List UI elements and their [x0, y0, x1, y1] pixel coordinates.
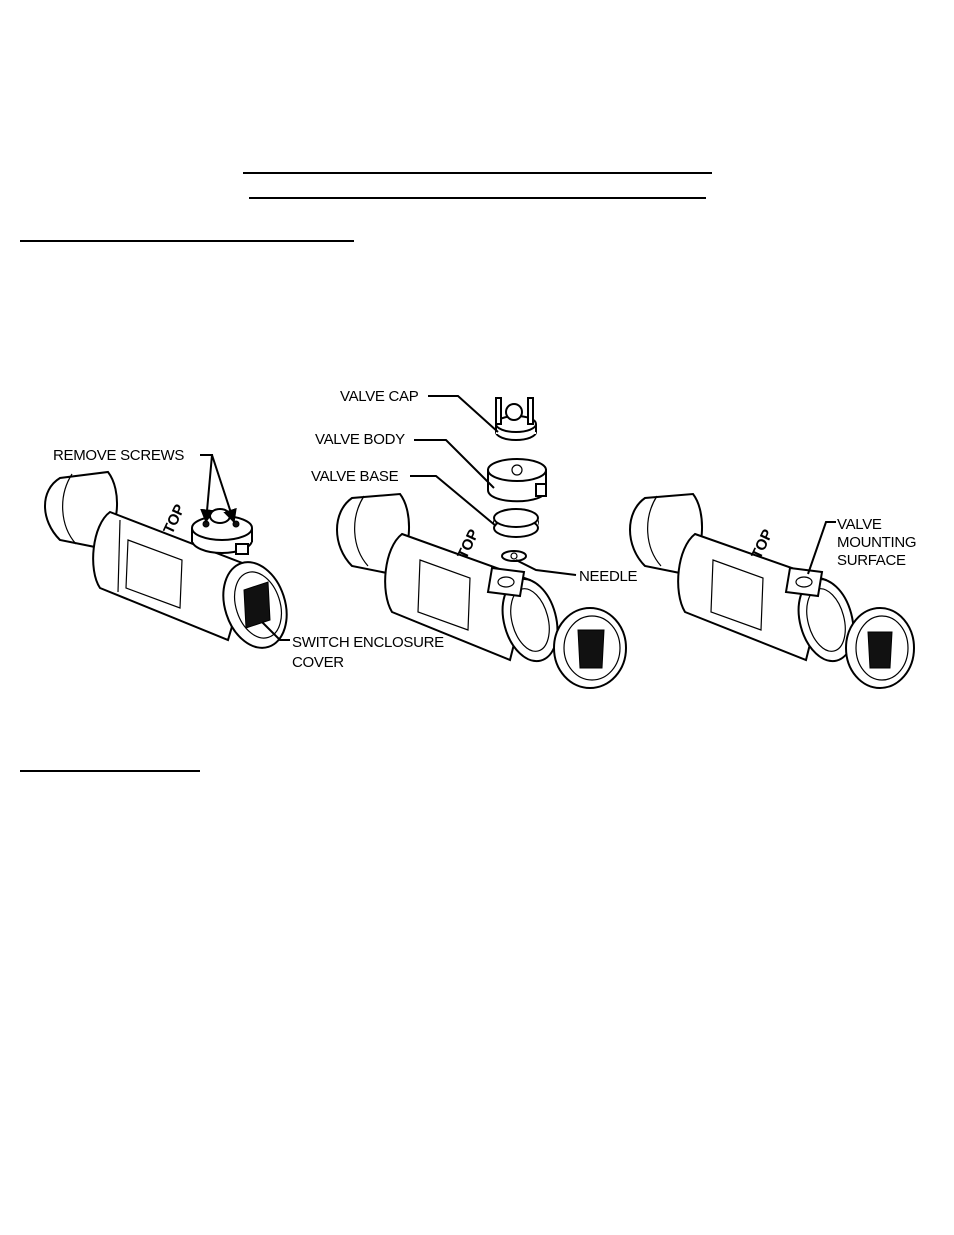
section-heading-underline-2 [20, 770, 200, 772]
section-heading-underline-1 [20, 240, 354, 242]
title-underline-1 [243, 172, 712, 174]
needle-label: NEEDLE [579, 568, 638, 585]
valve-cap-label: VALVE CAP [340, 388, 419, 405]
housing-marking-text: TOP [454, 527, 482, 562]
switch-enclosure-cover-label-line2: COVER [292, 654, 344, 671]
valve-base-label: VALVE BASE [311, 468, 399, 485]
housing-marking-text: TOP [160, 502, 188, 537]
valve-mounting-surface-label-line2: MOUNTING [837, 534, 916, 551]
switch-housing-assembled: TOP [44, 470, 288, 649]
housing-marking-text: TOP [748, 527, 776, 562]
valve-mounting-surface-label-line3: SURFACE [837, 552, 906, 569]
valve-mounting-surface-label: VALVE [837, 516, 882, 533]
leader-lines [200, 395, 836, 641]
remove-screws-label: REMOVE SCREWS [53, 447, 184, 464]
title-underline-2 [249, 197, 706, 199]
switch-housing-valve-removed: TOP [629, 492, 915, 689]
valve-body-label: VALVE BODY [315, 431, 405, 448]
switch-enclosure-cover-label: SWITCH ENCLOSURE [292, 634, 444, 651]
switch-housing-exploded: TOP [336, 397, 627, 689]
